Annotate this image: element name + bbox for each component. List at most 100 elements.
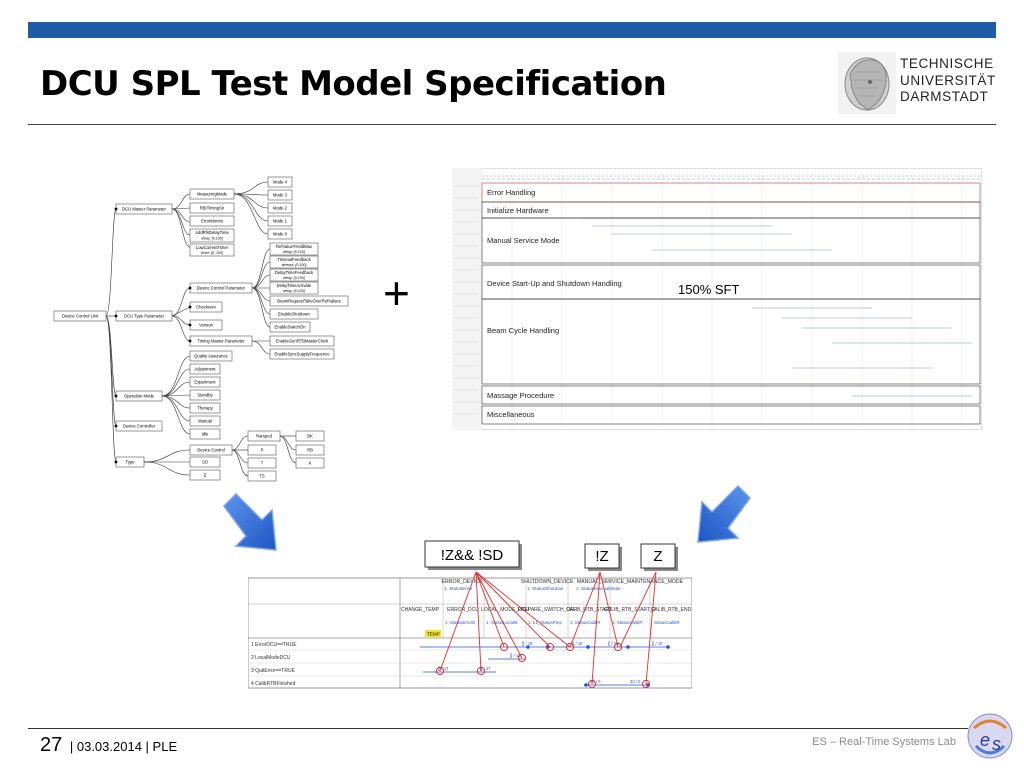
svg-text:Z: Z (204, 473, 207, 478)
fm-node-mode-3: Mode 3 (267, 189, 293, 201)
col-prepare-switch: PREPARE_SWITCH_OFF (518, 607, 577, 613)
phase-manual-service-mode: Manual Service Mode (487, 236, 560, 245)
svg-text:Device Control: Device Control (197, 448, 225, 453)
fm-node-op-mode: Operation Mode (115, 390, 163, 402)
fm-node-experiment: Experiment (189, 376, 221, 388)
svg-text:Idle: Idle (202, 432, 209, 437)
svg-text:!Z&& !SD: !Z&& !SD (441, 547, 504, 564)
svg-text:AddRfsDelayTime: AddRfsDelayTime (195, 230, 229, 235)
svg-text:TimeoutFeedback: TimeoutFeedback (277, 257, 311, 262)
msg-label-7: [] / 10 (652, 641, 663, 646)
sft-annotation: 150% SFT (678, 282, 739, 297)
fm-node-enable-shutdown: EnableShutdown (269, 308, 319, 320)
hdr-status-shutdown: 1: StatusShutdow (527, 586, 564, 591)
svg-text:Manual: Manual (198, 419, 212, 424)
svg-text:RB: RB (307, 448, 313, 453)
svg-text:EnableShutdown: EnableShutdown (278, 312, 310, 317)
fm-node-version: Version (189, 319, 223, 331)
svg-text:K: K (309, 461, 312, 466)
sequence-chart-overview: Error Handling Initialize Hardware Manua… (452, 168, 982, 430)
svg-text:DCU Type Parameter: DCU Type Parameter (124, 314, 165, 319)
row-quit-error: 3 QuitError==TRUE (251, 668, 296, 674)
col-status-local: 1: StatusLocalM (486, 620, 518, 625)
down-left-arrow-icon (697, 484, 751, 543)
header-divider (28, 124, 996, 125)
fm-node-rb: RB (295, 444, 325, 456)
msg-label-4: [] / 19 (522, 641, 533, 646)
fm-node-mode-1: Mode 1 (267, 215, 293, 227)
svg-text:Timing Master Parameter: Timing Master Parameter (197, 339, 245, 344)
callout-z: Z (640, 543, 678, 571)
fm-node-therapy: Therapy (189, 402, 221, 414)
plus-sign: + (383, 267, 410, 319)
svg-text:SO: SO (202, 460, 209, 465)
col-calib-start: CALIB_RTB_START (566, 607, 612, 613)
fm-node-idle: Idle (189, 428, 221, 440)
es-lab-logo-icon: e s (967, 713, 1013, 759)
fm-node-checksum: Checksum (189, 301, 223, 313)
svg-text:BK: BK (307, 434, 313, 439)
svg-text:Device Control Parameter: Device Control Parameter (197, 286, 246, 291)
athena-head-icon (838, 52, 896, 114)
fm-node-mode-2: Mode 2 (267, 202, 293, 214)
fm-node-mode-4: Mode 4 (267, 176, 293, 188)
fm-root-node: Device Control Unit (53, 310, 107, 322)
hdr-status-error: 1: StatusError (444, 586, 473, 591)
page-number: 27 (40, 734, 63, 756)
svg-text:Standby: Standby (197, 393, 213, 398)
svg-text:EnableSwitchOn: EnableSwitchOn (275, 325, 307, 330)
fm-node-measuring: MeasuringMode (189, 188, 235, 200)
footer-info: 27 | 03.03.2014 | PLE (40, 734, 177, 757)
row-error-dcu: 1 ErrorDCU==TRUE (251, 642, 297, 648)
msg-label-2: [] / 17 (480, 666, 491, 671)
svg-text:Mode 2: Mode 2 (273, 206, 288, 211)
svg-text:Mode 3: Mode 3 (273, 193, 288, 198)
col-status-calib-2: 1: StatusCalibR (612, 620, 643, 625)
svg-text:delay: [0,100]: delay: [0,100] (283, 289, 306, 293)
fm-node-enable-sync: EnableSyncSupplyFrequence (269, 348, 335, 360)
phase-initialize-hardware: Initialize Hardware (487, 206, 549, 215)
svg-text:RBITimingSn: RBITimingSn (200, 206, 225, 211)
svg-text:delay: [0,100]: delay: [0,100] (283, 276, 306, 280)
svg-text:TEMP: TEMP (427, 632, 440, 637)
svg-text:TS: TS (259, 474, 265, 479)
feature-model-diagram: Device Control Unit DCU Master Parameter… (53, 176, 349, 482)
svg-text:DelayTimeActivate: DelayTimeActivate (277, 283, 312, 288)
logo-line-3: DARMSTADT (900, 89, 989, 104)
fm-node-enable-switch-on: EnableSwitchOn (269, 321, 311, 333)
fm-node-adjustment: Adjustment (189, 363, 221, 375)
col-status-calib-3: StatusCalibR (654, 620, 680, 625)
fm-node-rbi: RBITimingSn (189, 202, 235, 214)
hdr-manual-service: MANUAL_SERVICE_MAINTENANCE_MODE (577, 579, 684, 585)
fm-node-k: K (295, 457, 325, 469)
msg-label-5: [] / 10 (572, 641, 583, 646)
fm-node-dcp: Device Control Parameter (189, 282, 253, 294)
svg-text:BeamRequestTakeOverRefValues: BeamRequestTakeOverRefValues (277, 299, 340, 304)
fm-node-ramped: Ramped (247, 430, 281, 442)
svg-text:RefValueTHoldMax: RefValueTHoldMax (276, 244, 313, 249)
svg-text:LowCurrentTimer: LowCurrentTimer (196, 245, 229, 250)
fm-node-qa: Quality Assurance (189, 350, 233, 362)
svg-text:timeout: [0,100]: timeout: [0,100] (282, 263, 308, 267)
fm-node-type-param: DCU Type Parameter (115, 310, 173, 322)
svg-text:EnableGenRTBMasterClock: EnableGenRTBMasterClock (276, 339, 329, 344)
row-local-mode: 2 LocalModeDCU (251, 655, 291, 661)
svg-text:delay: [0,100]: delay: [0,100] (283, 250, 306, 254)
svg-text:Operation Mode: Operation Mode (124, 394, 155, 399)
footer-date: | 03.03.2014 | (69, 739, 149, 754)
col-error-dcu: ERROR_DCU (447, 607, 479, 613)
fm-node-beam-request: BeamRequestTakeOverRefValues (269, 295, 349, 307)
svg-text:DCU Master Parameter: DCU Master Parameter (122, 207, 166, 212)
fm-node-device-control: Device Control (189, 444, 233, 456)
fm-node-tmp: Timing Master Parameter (189, 335, 253, 347)
svg-text:T: T (261, 461, 264, 466)
col-status-error-d: 1: StatusErrorD (445, 620, 475, 625)
svg-text:e: e (980, 730, 990, 750)
svg-text:Adjustment: Adjustment (195, 367, 217, 372)
svg-text:!Z: !Z (595, 548, 608, 565)
down-right-arrow-icon (223, 492, 277, 551)
